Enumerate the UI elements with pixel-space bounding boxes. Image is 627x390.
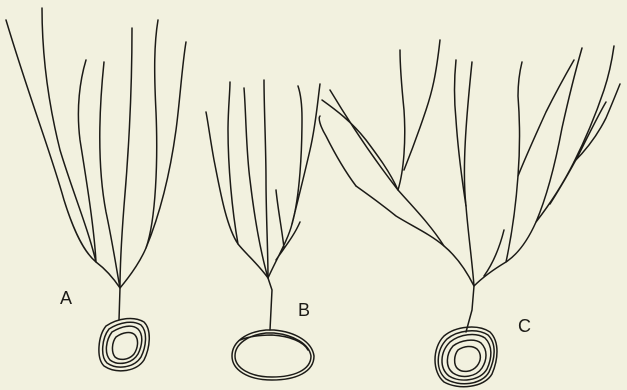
specimen-c-branch xyxy=(330,90,444,246)
specimen-a-body xyxy=(99,319,149,371)
specimen-b-branch xyxy=(228,82,238,244)
specimen-a-branch xyxy=(120,20,158,288)
specimen-c-branch xyxy=(404,40,440,170)
specimen-c-body xyxy=(435,327,497,387)
specimen-c xyxy=(319,40,620,387)
specimen-a-branch xyxy=(42,8,96,262)
specimen-a-branch xyxy=(6,20,120,288)
specimen-c-stem xyxy=(466,286,474,332)
specimen-b-stem xyxy=(268,278,272,330)
label-a: A xyxy=(60,288,72,309)
specimen-a-stem xyxy=(119,288,120,320)
specimen-c-branch xyxy=(356,186,474,286)
specimen-b xyxy=(206,80,320,380)
specimen-b-branches xyxy=(206,80,320,330)
specimen-c-branch xyxy=(474,48,582,286)
specimen-c-branch xyxy=(518,60,574,176)
specimen-a-branches xyxy=(6,8,186,320)
specimen-a-branch xyxy=(120,28,132,288)
specimen-c-branch xyxy=(322,100,398,190)
specimen-b-branch xyxy=(264,80,268,278)
label-c: C xyxy=(518,316,531,337)
specimen-c-branch xyxy=(506,62,522,262)
specimen-a-branch xyxy=(100,62,120,288)
specimen-a xyxy=(6,8,186,371)
specimen-b-branch xyxy=(268,86,302,278)
specimen-b-branch xyxy=(276,222,300,260)
specimen-c-branch xyxy=(319,116,356,186)
specimen-b-branch xyxy=(276,190,284,248)
specimen-b-body xyxy=(232,330,314,380)
specimen-c-branches xyxy=(319,40,620,332)
label-b: B xyxy=(298,300,310,321)
specimen-c-branch xyxy=(464,62,474,286)
specimen-b-branch xyxy=(206,112,268,278)
